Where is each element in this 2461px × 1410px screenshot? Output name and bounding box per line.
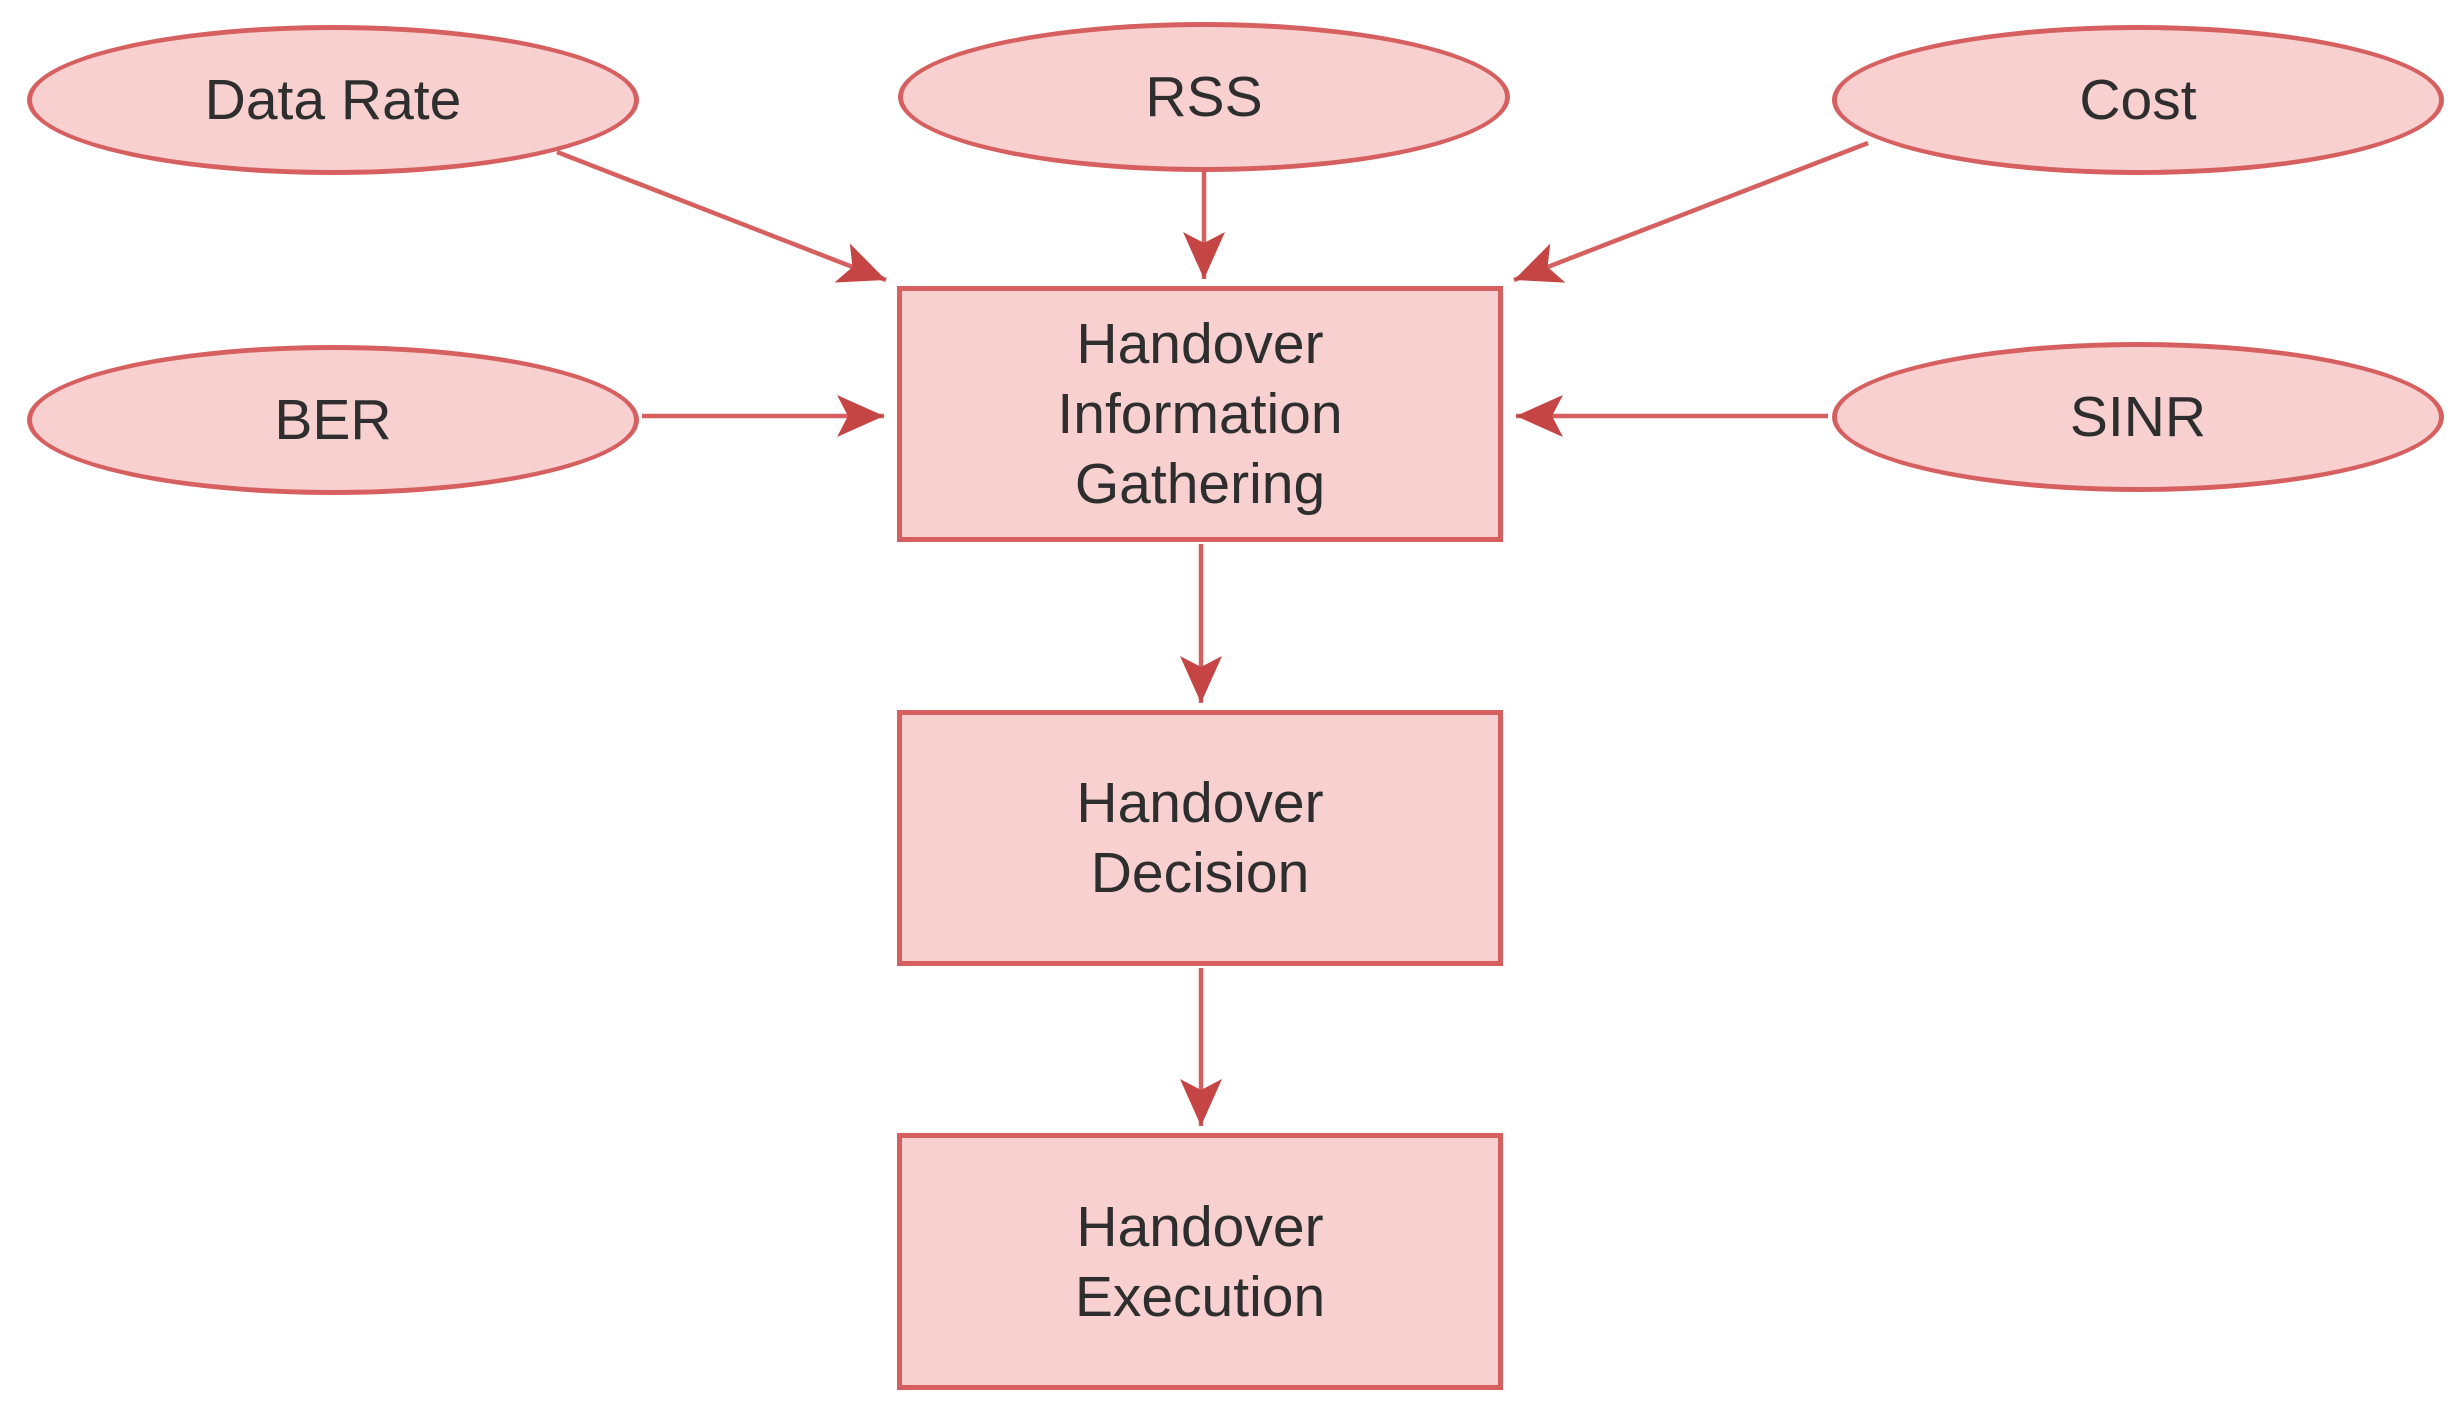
decision-label-line2: Decision	[1090, 841, 1310, 905]
node-rss: RSS	[898, 22, 1510, 172]
edge-cost-to-gathering	[1513, 140, 1869, 283]
edge-data-rate-to-gathering	[556, 149, 887, 283]
gathering-label-line1: Handover	[1076, 312, 1324, 376]
node-sinr: SINR	[1832, 342, 2444, 492]
node-data-rate: Data Rate	[27, 25, 639, 175]
node-ber-label: BER	[274, 388, 392, 452]
node-ber: BER	[27, 345, 639, 495]
execution-label-line2: Execution	[1074, 1264, 1326, 1329]
node-handover-decision-label: Handover Decision	[1076, 768, 1323, 908]
node-data-rate-label: Data Rate	[204, 68, 462, 132]
node-rss-label: RSS	[1145, 65, 1263, 129]
node-handover-information-gathering: Handover Information Gathering	[897, 286, 1503, 542]
node-handover-execution: Handover Execution	[897, 1133, 1503, 1390]
node-sinr-label: SINR	[2069, 385, 2207, 449]
node-handover-execution-label: Handover Execution	[1075, 1192, 1325, 1332]
node-cost: Cost	[1832, 25, 2444, 175]
execution-label-line1: Handover	[1076, 1194, 1324, 1259]
decision-label-line1: Handover	[1076, 771, 1324, 835]
node-handover-information-gathering-label: Handover Information Gathering	[1057, 309, 1342, 519]
gathering-label-line3: Gathering	[1074, 452, 1326, 516]
node-handover-decision: Handover Decision	[897, 710, 1503, 966]
gathering-label-line2: Information	[1057, 382, 1343, 446]
node-cost-label: Cost	[2079, 68, 2197, 132]
